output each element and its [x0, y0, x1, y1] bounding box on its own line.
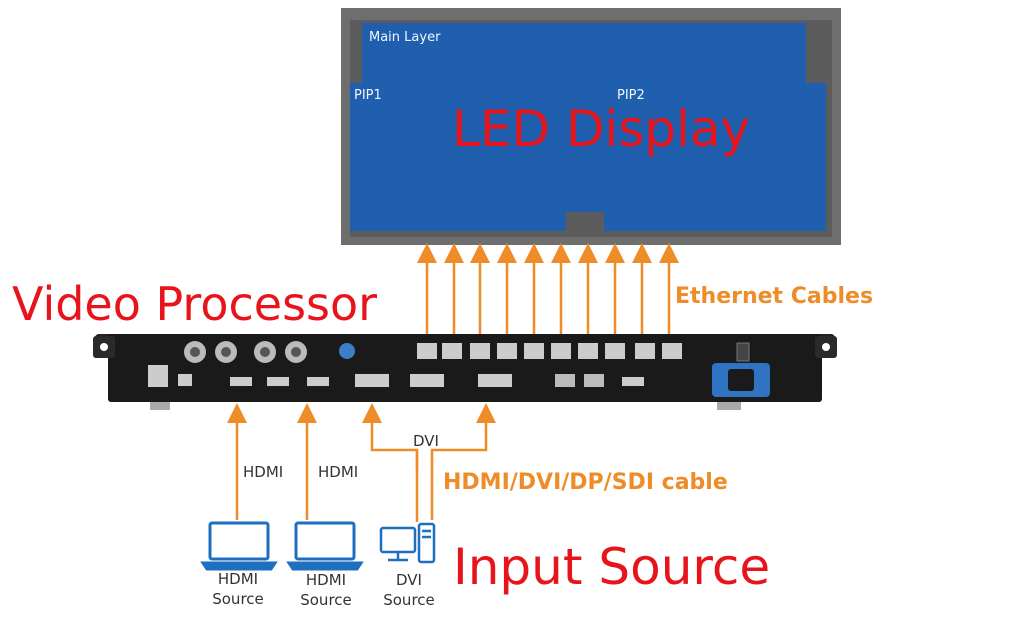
led-display: [341, 8, 841, 245]
input-arrows: [227, 403, 496, 522]
ethernet-cables-label: Ethernet Cables: [675, 284, 874, 309]
input-source-label: Input Source: [453, 538, 771, 596]
ethernet-arrows: [417, 243, 679, 336]
main-layer-label: Main Layer: [369, 30, 441, 45]
display-blue-area: [350, 23, 826, 231]
pip2-label: PIP2: [617, 88, 645, 103]
desktop-pc-icon: [379, 522, 436, 564]
laptop-icon: [200, 521, 278, 571]
video-processor-device: [93, 334, 837, 410]
cable-type-label: HDMI/DVI/DP/SDI cable: [443, 470, 728, 495]
hdmi-cable-label: HDMI: [243, 463, 284, 481]
dvi-cable-label: DVI: [413, 432, 439, 450]
laptop-icon: [286, 521, 364, 571]
led-display-title: LED Display: [452, 100, 751, 158]
pip1-label: PIP1: [354, 88, 382, 103]
video-processor-label: Video Processor: [12, 277, 378, 331]
hdmi-cable-label: HDMI: [318, 463, 359, 481]
